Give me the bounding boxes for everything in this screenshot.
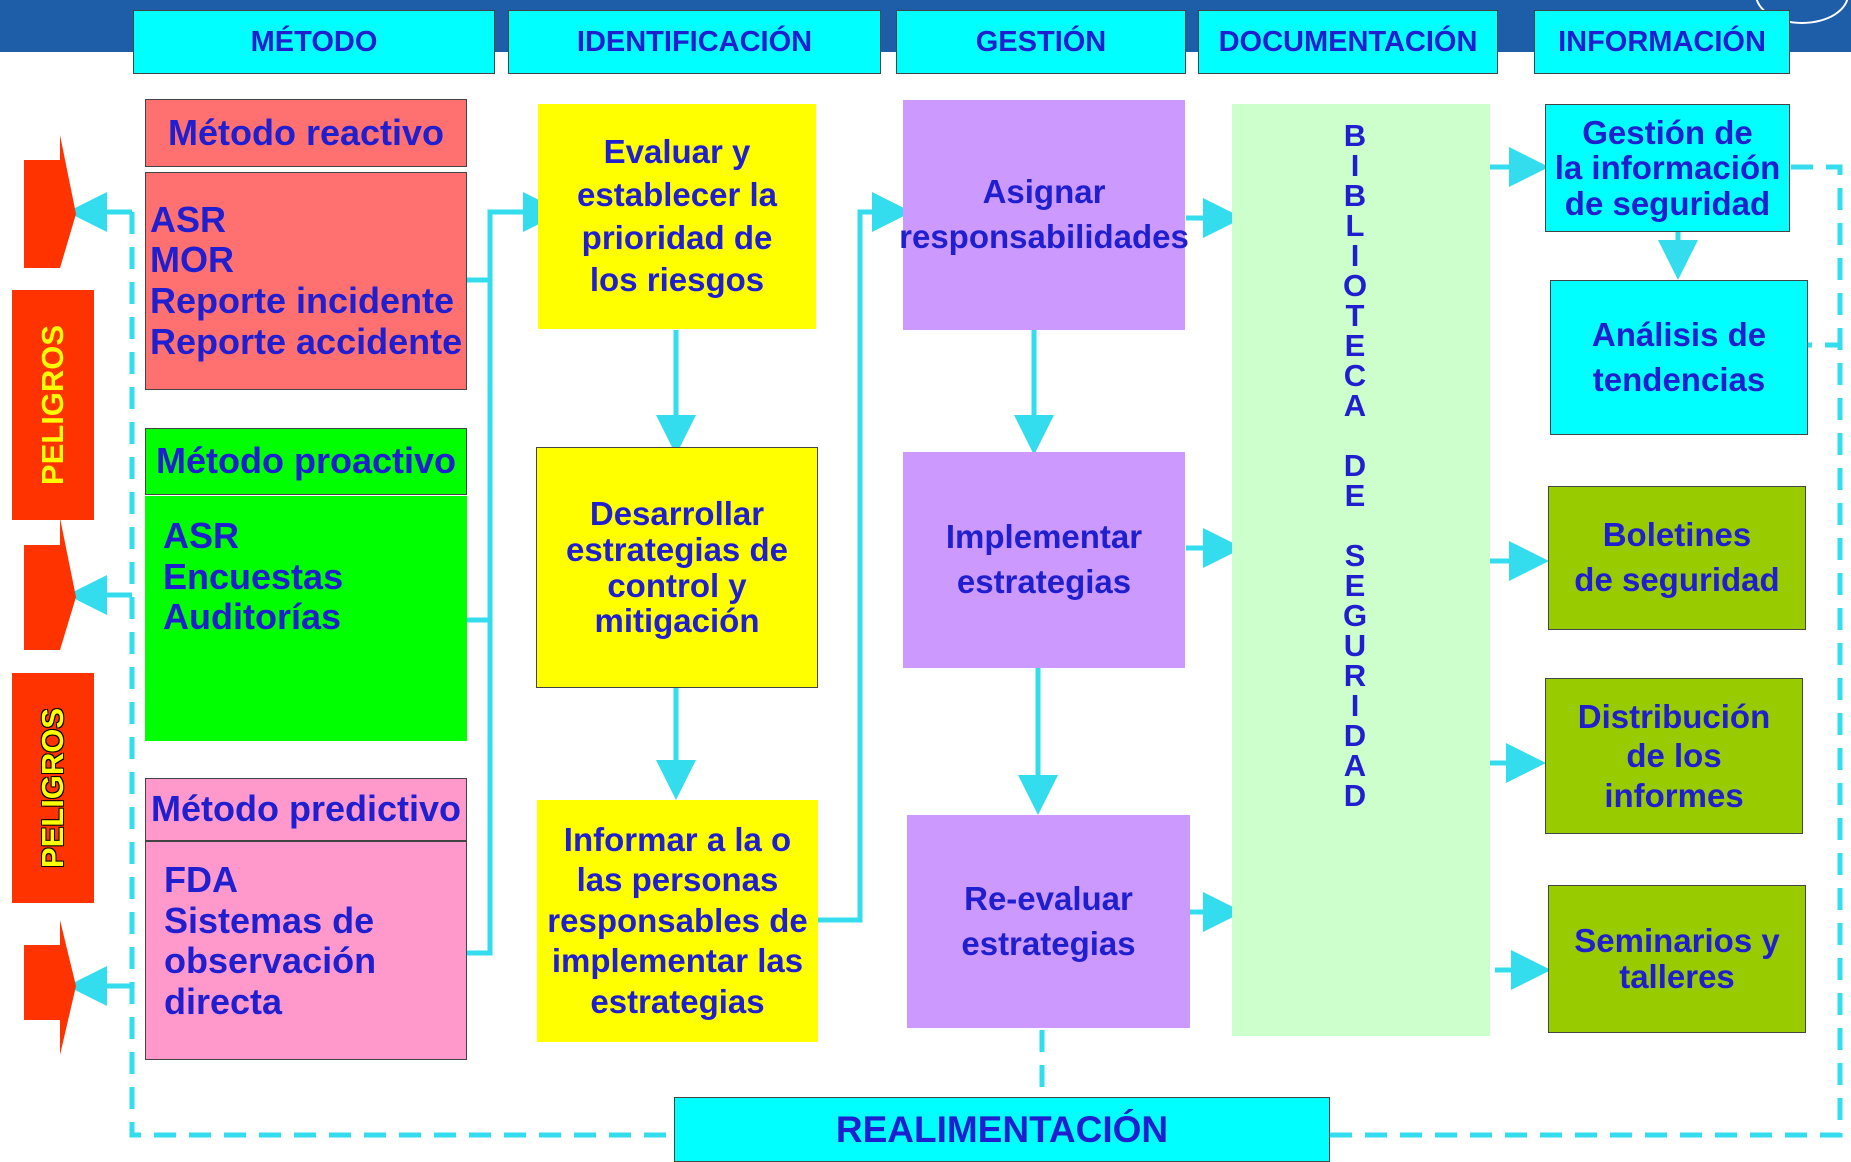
box-line: prioridad de (581, 218, 773, 256)
library-letter: C (1343, 358, 1367, 393)
box-line: Análisis de (1591, 315, 1767, 353)
list-item: directa (164, 981, 283, 1023)
trend-analysis-box: Análisis de tendencias (1550, 280, 1808, 435)
develop-strategies-box: Desarrollar estrategias de control y mit… (536, 447, 818, 688)
header-gestion: GESTIÓN (896, 10, 1186, 74)
box-line: establecer la (577, 175, 777, 213)
library-letter: A (1343, 748, 1367, 783)
library-letter: E (1344, 568, 1366, 603)
box-line: control y (607, 566, 747, 604)
library-letter: D (1343, 718, 1367, 753)
box-line: estrategias de (566, 530, 788, 568)
library-letter: I (1350, 238, 1360, 273)
predictive-method-list: FDA Sistemas de observación directa (145, 841, 467, 1060)
box-line: implementar las (551, 942, 804, 980)
box-line: las personas (576, 861, 779, 899)
box-line: de seguridad (1564, 184, 1771, 222)
box-line: tendencias (1592, 360, 1766, 398)
box-line: informes (1604, 776, 1744, 814)
library-letter: I (1350, 688, 1360, 723)
list-item: Auditorías (163, 596, 342, 638)
library-letter (1340, 421, 1370, 451)
list-item: Sistemas de (164, 899, 375, 941)
box-line: Boletines (1602, 516, 1752, 554)
box-line: los riesgos (589, 261, 765, 299)
info-management-box: Gestión de la información de seguridad (1545, 104, 1790, 232)
box-line: Re-evaluar (964, 879, 1133, 917)
box-line: talleres (1619, 958, 1735, 995)
box-line: Asignar (982, 173, 1106, 211)
list-item: observación (164, 940, 377, 982)
feedback-box: REALIMENTACIÓN (674, 1097, 1330, 1162)
box-line: estrategias (956, 563, 1132, 600)
list-item: Reporte accidente (150, 320, 463, 362)
box-line: Desarrollar (589, 495, 765, 533)
library-letter: I (1350, 148, 1360, 183)
box-line: de los (1626, 737, 1722, 775)
library-letter: E (1344, 478, 1366, 513)
list-item: ASR (150, 198, 227, 240)
safety-library-box (1232, 104, 1490, 1036)
library-letter: U (1343, 628, 1367, 663)
box-line: Gestión de (1582, 113, 1753, 151)
box-line: estrategias (961, 924, 1136, 962)
box-line: responsabilidades (899, 218, 1189, 255)
reactive-method-title: Método reactivo (145, 99, 467, 167)
box-line: Evaluar y (603, 132, 751, 170)
box-line: de seguridad (1574, 561, 1780, 598)
header-identificacion: IDENTIFICACIÓN (508, 10, 881, 74)
list-item: Reporte incidente (150, 280, 455, 321)
hazards-upper: PELIGROS (12, 290, 94, 520)
hazard-arrow-3 (24, 920, 76, 1055)
assign-responsibilities-box: Asignar responsabilidades (899, 100, 1189, 330)
list-item: MOR (150, 239, 234, 281)
list-item: ASR (163, 515, 240, 556)
box-line: Implementar (945, 518, 1143, 556)
box-line: estrategias (590, 982, 765, 1020)
bulletins-box: Boletines de seguridad (1548, 486, 1806, 630)
predictive-method-title: Método predictivo (145, 778, 467, 841)
library-letter: B (1343, 118, 1367, 153)
library-letter (1340, 511, 1370, 541)
list-item: Encuestas (163, 555, 344, 597)
box-line: responsables de (547, 901, 808, 939)
reactive-method-list: ASR MOR Reporte incidente Reporte accide… (145, 172, 467, 390)
box-line: Distribución (1577, 697, 1771, 735)
library-letter: E (1344, 328, 1366, 363)
library-letter: O (1342, 268, 1368, 303)
box-line: la información (1554, 149, 1781, 187)
library-letter: D (1343, 778, 1367, 813)
library-letter: D (1343, 448, 1367, 483)
seminars-box: Seminarios y talleres (1548, 885, 1806, 1033)
box-line: mitigación (594, 602, 760, 640)
proactive-method-list: ASR Encuestas Auditorías (145, 496, 467, 741)
reports-distribution-box: Distribución de los informes (1545, 678, 1803, 834)
reevaluate-strategies-box: Re-evaluar estrategias (907, 815, 1190, 1028)
library-letter: A (1343, 388, 1367, 423)
header-informacion: INFORMACIÓN (1534, 10, 1790, 74)
evaluate-risks-box: Evaluar y establecer la prioridad de los… (538, 104, 816, 329)
library-letter: B (1343, 178, 1367, 213)
box-line: Seminarios y (1574, 921, 1780, 959)
hazard-arrow-2 (24, 518, 76, 650)
hazards-lower: PELIGROS (12, 673, 94, 903)
box-line: Informar a la o (563, 820, 792, 858)
list-item: FDA (164, 859, 238, 900)
proactive-method-title: Método proactivo (145, 428, 467, 495)
library-letter: T (1345, 298, 1365, 333)
library-letter: G (1342, 598, 1368, 633)
library-letter: S (1344, 538, 1366, 573)
hazard-arrow-1 (24, 135, 76, 268)
library-letter: L (1345, 208, 1365, 243)
library-letter: R (1343, 658, 1367, 693)
header-metodo: MÉTODO (133, 10, 495, 74)
inform-responsibles-box: Informar a la o las personas responsable… (537, 800, 818, 1042)
implement-strategies-box: Implementar estrategias (903, 452, 1185, 668)
header-documentacion: DOCUMENTACIÓN (1198, 10, 1498, 74)
